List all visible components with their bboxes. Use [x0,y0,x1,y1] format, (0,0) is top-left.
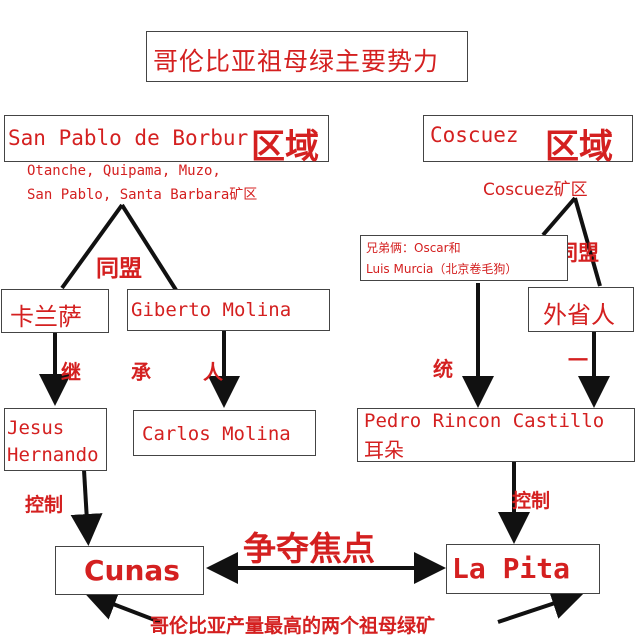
right-mines: Coscuez矿区 [483,180,588,200]
lapita-box: La Pita [446,544,600,594]
arrow-jesus-cunas [70,469,103,546]
unify-char-2: 一 [568,348,588,372]
arrow-note-left [84,589,161,624]
control-right-label: 控制 [512,490,551,512]
inherit-char-2: 承 [131,360,151,384]
right-region-name: Coscuez [430,123,519,147]
giberto-box: Giberto Molina [127,289,330,331]
lapita-label: La Pita [452,552,571,585]
outsider-label: 外省人 [543,301,615,329]
inherit-char-1: 继 [61,360,81,384]
pedro-line1: Pedro Rincon Castillo [364,410,605,432]
fork-line-left-b [120,203,178,292]
pedro-box: Pedro Rincon Castillo 耳朵 [357,408,635,462]
title-box: 哥伦比亚祖母绿主要势力 [146,31,468,82]
fork-line-right-b [573,197,602,287]
brothers-line1: 兄弟俩：Oscar和 [366,241,461,255]
alliance-left-label: 同盟 [96,256,142,282]
jesus-box: Jesus Hernando [4,408,107,471]
dispute-label: 争夺焦点 [243,529,375,568]
right-region-suffix: 区域 [545,127,613,167]
left-region-suffix: 区域 [251,127,319,167]
jesus-line2: Hernando [7,444,99,466]
kalansa-box: 卡兰萨 [1,289,109,333]
control-left-label: 控制 [25,494,64,516]
inherit-char-3: 人 [203,360,223,384]
left-region-box: San Pablo de Borbur 区域 [4,115,329,167]
left-mines-line1: Otanche, Quipama, Muzo, [27,163,221,179]
jesus-line1: Jesus [7,417,65,439]
carlos-label: Carlos Molina [142,423,291,445]
cunas-label: Cunas [84,554,180,587]
fork-line-left-a [60,203,124,290]
arrow-note-right [497,588,584,624]
right-region-box: Coscuez 区域 [423,115,633,167]
fork-line-right-a [541,196,577,237]
brothers-line2: Luis Murcia（北京卷毛狗） [366,262,518,276]
kalansa-label: 卡兰萨 [10,303,82,331]
outsider-box: 外省人 [528,287,634,332]
pedro-line2: 耳朵 [364,438,404,462]
left-region-name: San Pablo de Borbur [8,126,249,150]
unify-char-1: 统 [433,357,453,381]
diagram-title: 哥伦比亚祖母绿主要势力 [153,47,440,76]
cunas-box: Cunas [55,546,204,595]
bottom-note: 哥伦比亚产量最高的两个祖母绿矿 [150,615,436,637]
carlos-box: Carlos Molina [133,410,316,456]
left-mines-line2: San Pablo, Santa Barbara矿区 [27,187,258,203]
giberto-label: Giberto Molina [131,299,292,321]
brothers-box: 兄弟俩：Oscar和 Luis Murcia（北京卷毛狗） [360,235,568,281]
